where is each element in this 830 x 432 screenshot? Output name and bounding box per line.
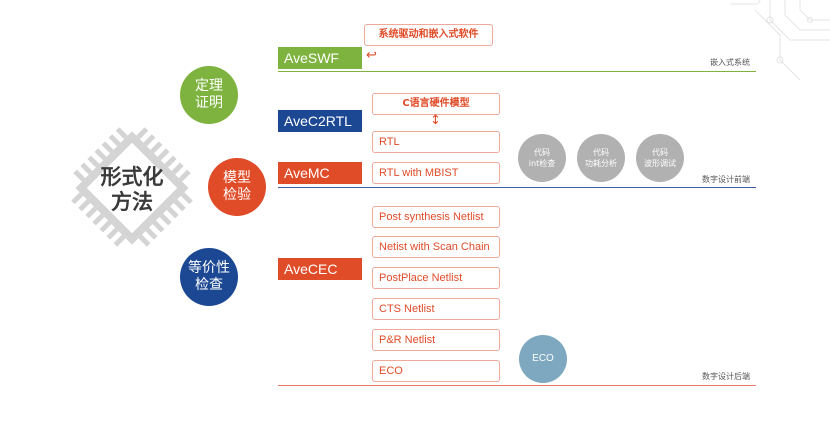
label-embedded-system: 嵌入式系统 — [710, 58, 750, 67]
box-rtl-mbist: RTL with MBIST — [372, 162, 500, 184]
tool-tag-aveswf: AveSWF — [278, 47, 362, 69]
box-netlist: Post synthesis Netlist — [372, 206, 500, 228]
label-digital-backend: 数字设计后端 — [702, 372, 750, 381]
box-embedded-software: 系统驱动和嵌入式软件 — [364, 24, 493, 46]
label-digital-frontend: 数字设计前端 — [702, 175, 750, 184]
eco-circle: ECO — [519, 335, 567, 383]
tool-tag-avemc: AveMC — [278, 162, 362, 184]
box-rtl: RTL — [372, 131, 500, 153]
chip-title: 形式化 方法 — [64, 165, 200, 215]
box-netlist: ECO — [372, 360, 500, 382]
tool-tag-avec2rtl: AveC2RTL — [278, 110, 362, 132]
circle-line2: 波形调试 — [644, 159, 676, 168]
chip-title-line1: 形式化 — [100, 165, 164, 189]
code-power-circle: 代码 功耗分析 — [577, 134, 625, 182]
chip-icon — [71, 127, 193, 247]
circle-line2: 功耗分析 — [585, 159, 617, 168]
method-model-checking: 模型 检验 — [208, 158, 266, 216]
divider-backend — [278, 385, 756, 386]
method-equivalence-checking: 等价性 检查 — [180, 248, 238, 306]
method-label-line1: 模型 — [223, 170, 251, 186]
box-netlist: P&R Netlist — [372, 329, 500, 351]
method-label-line1: 定理 — [195, 78, 223, 94]
updown-arrow-icon: ↕ — [430, 113, 441, 128]
box-netlist: PostPlace Netlist — [372, 267, 500, 289]
box-netlist: CTS Netlist — [372, 298, 500, 320]
divider-embedded — [278, 71, 756, 72]
return-arrow-icon: ↩ — [366, 48, 377, 63]
circle-line1: 代码 — [534, 148, 550, 157]
box-netlist: Netist with Scan Chain — [372, 236, 500, 258]
method-theorem-proving: 定理 证明 — [180, 66, 238, 124]
method-label-line1: 等价性 — [188, 260, 230, 276]
chip-title-line2: 方法 — [111, 190, 153, 214]
tool-tag-avecec: AveCEC — [278, 258, 362, 280]
circle-line1: 代码 — [593, 148, 609, 157]
circle-line2: int检查 — [528, 159, 556, 168]
method-label-line2: 证明 — [195, 95, 223, 111]
circle-line1: 代码 — [652, 148, 668, 157]
corner-circuit-decoration — [730, 0, 830, 80]
method-label-line2: 检验 — [223, 187, 251, 203]
box-c-model: C语言硬件模型 — [372, 93, 500, 115]
method-label-line2: 检查 — [195, 277, 223, 293]
code-waveform-circle: 代码 波形调试 — [636, 134, 684, 182]
code-lint-circle: 代码 int检查 — [518, 134, 566, 182]
formal-method-chip: 形式化 方法 — [64, 120, 200, 256]
divider-frontend — [278, 187, 756, 188]
